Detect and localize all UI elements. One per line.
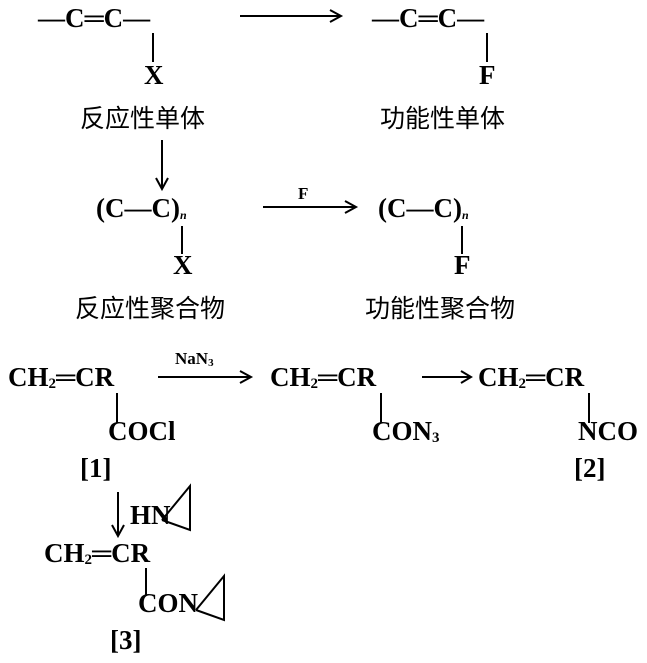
reactive-polymer-structure: (C—C)n	[96, 193, 187, 230]
reagent-nan3: NaN3	[175, 350, 214, 372]
polymer-text: (C—C)	[378, 193, 462, 223]
compound-2-structure: CH2═CR	[478, 362, 584, 399]
compound-2-number: [2]	[574, 453, 606, 483]
arrow-right-icon	[158, 370, 254, 384]
formula-text: ═CR	[318, 362, 377, 392]
compound-1-number: [1]	[80, 453, 112, 483]
functional-monomer-structure: —C═C—	[372, 3, 485, 33]
compound-3-number: [3]	[110, 625, 142, 655]
substituent-x: X	[173, 250, 193, 280]
arrow-down-icon	[111, 492, 125, 539]
aziridine-ring-icon	[161, 483, 191, 532]
subscript: 2	[518, 376, 527, 392]
formula-text: ═CR	[92, 538, 151, 568]
reagent-aziridine: HN	[130, 500, 171, 530]
substituent-f: F	[479, 60, 496, 90]
subscript-n: n	[179, 208, 187, 222]
acyl-azide-side-group: CON3	[372, 416, 440, 453]
functional-monomer-label: 功能性单体	[380, 104, 506, 133]
arrow-right-icon	[263, 200, 359, 214]
substituent-f: F	[454, 250, 471, 280]
formula-text: CH	[478, 362, 519, 392]
acyl-azide-structure: CH2═CR	[270, 362, 376, 399]
substituent-x: X	[144, 60, 164, 90]
arrow-down-icon	[155, 140, 169, 192]
formula-text: ═CR	[56, 362, 115, 392]
subscript: 2	[310, 376, 319, 392]
arrow-right-icon	[422, 370, 473, 384]
formula-text: CH	[8, 362, 49, 392]
compound-1-side-group: COCl	[108, 416, 176, 446]
formula-text: CON	[372, 416, 432, 446]
functional-polymer-structure: (C—C)n	[378, 193, 469, 230]
reactive-monomer-label: 反应性单体	[80, 104, 206, 133]
compound-3-structure: CH2═CR	[44, 538, 150, 575]
subscript: 2	[84, 552, 93, 568]
compound-3-side-group: CON	[138, 588, 198, 618]
subscript: 3	[208, 357, 214, 369]
polymer-text: (C—C)	[96, 193, 180, 223]
aziridine-ring-icon	[195, 573, 225, 622]
formula-text: CH	[44, 538, 85, 568]
reactive-monomer-structure: —C═C—	[38, 3, 151, 33]
reagent-text: NaN	[175, 349, 209, 368]
compound-2-side-group: NCO	[578, 416, 638, 446]
formula-text: CH	[270, 362, 311, 392]
subscript: 3	[432, 430, 440, 446]
arrow-right-icon	[240, 9, 344, 23]
formula-text: ═CR	[526, 362, 585, 392]
reagent-f: F	[298, 184, 309, 203]
compound-1-structure: CH2═CR	[8, 362, 114, 399]
reactive-polymer-label: 反应性聚合物	[75, 294, 226, 323]
subscript-n: n	[461, 208, 469, 222]
subscript: 2	[48, 376, 57, 392]
functional-polymer-label: 功能性聚合物	[365, 294, 516, 323]
